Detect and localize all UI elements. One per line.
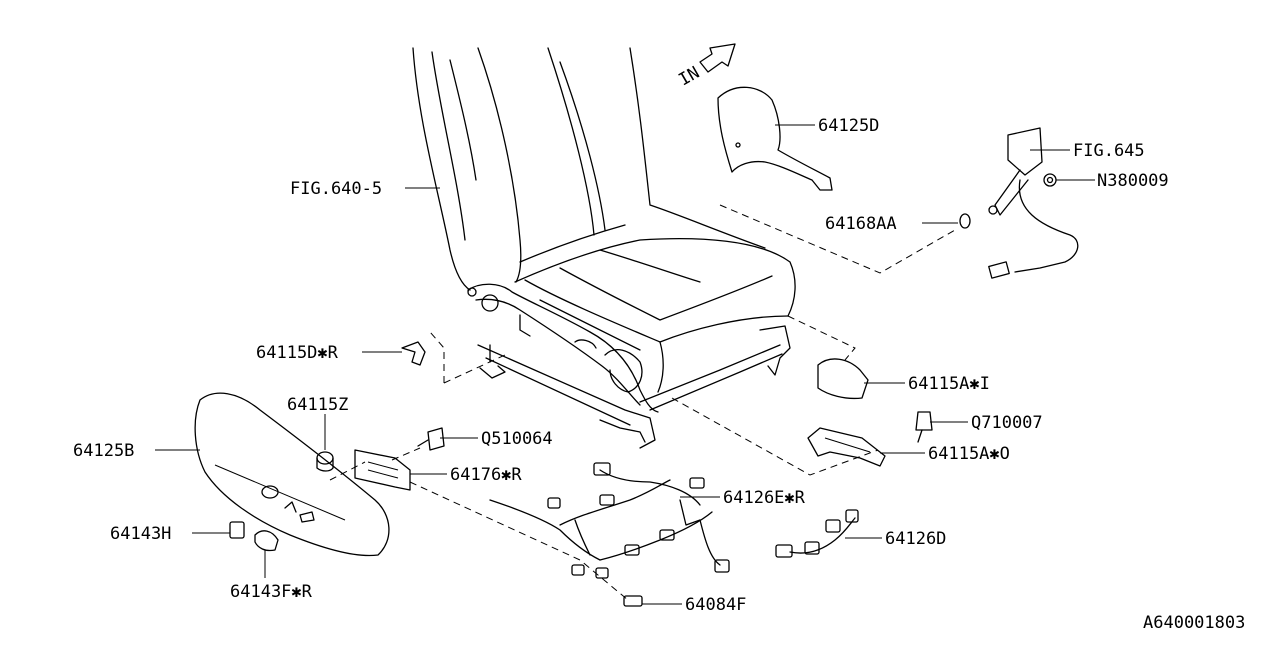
label-64084F: 64084F <box>685 595 746 615</box>
label-64115Z: 64115Z <box>287 395 348 415</box>
label-Q710007: Q710007 <box>971 413 1043 433</box>
part-Q710007 <box>915 411 933 443</box>
label-64126D: 64126D <box>885 529 946 549</box>
part-64084F <box>623 595 643 607</box>
part-64143H <box>229 521 245 539</box>
label-Q510064: Q510064 <box>481 429 553 449</box>
label-64143F-R: 64143F✱R <box>230 582 313 602</box>
label-N380009: N380009 <box>1097 171 1169 191</box>
part-Q510064 <box>417 427 445 451</box>
part-64126D <box>775 509 859 558</box>
label-64115A-O: 64115A✱O <box>928 444 1010 464</box>
part-64126E-R <box>489 462 730 579</box>
label-64168AA: 64168AA <box>825 214 897 234</box>
label-64115D-R: 64115D✱R <box>256 343 339 363</box>
part-64143F-R <box>254 530 279 552</box>
label-64125B: 64125B <box>73 441 134 461</box>
part-64115Z <box>316 451 334 472</box>
diagram-id: A640001803 <box>1143 613 1245 633</box>
part-64125D <box>717 86 833 191</box>
part-64115D-R <box>401 341 426 366</box>
label-64176-R: 64176✱R <box>450 465 522 485</box>
part-64125B <box>194 392 390 557</box>
part-64115A-O <box>807 427 886 467</box>
label-64126E-R: 64126E✱R <box>723 488 806 508</box>
label-64143H: 64143H <box>110 524 171 544</box>
in-arrow-icon: IN <box>675 43 736 91</box>
label-fig-640-5: FIG.640-5 <box>290 179 382 199</box>
part-labels: FIG.640-5 64125D FIG.645 N380009 64168AA… <box>73 116 1245 633</box>
assembly-lines <box>329 204 956 601</box>
in-label: IN <box>675 63 703 91</box>
leader-lines <box>155 124 1095 605</box>
seat-back <box>412 47 766 291</box>
seat-cushion <box>514 237 796 393</box>
part-buckle-fig645 <box>959 127 1079 279</box>
label-fig-645: FIG.645 <box>1073 141 1145 161</box>
seat-frame <box>467 283 791 449</box>
part-64115A-I <box>817 358 869 400</box>
label-64115A-I: 64115A✱I <box>908 374 990 394</box>
label-64125D: 64125D <box>818 116 879 136</box>
part-64176-R <box>354 449 411 491</box>
